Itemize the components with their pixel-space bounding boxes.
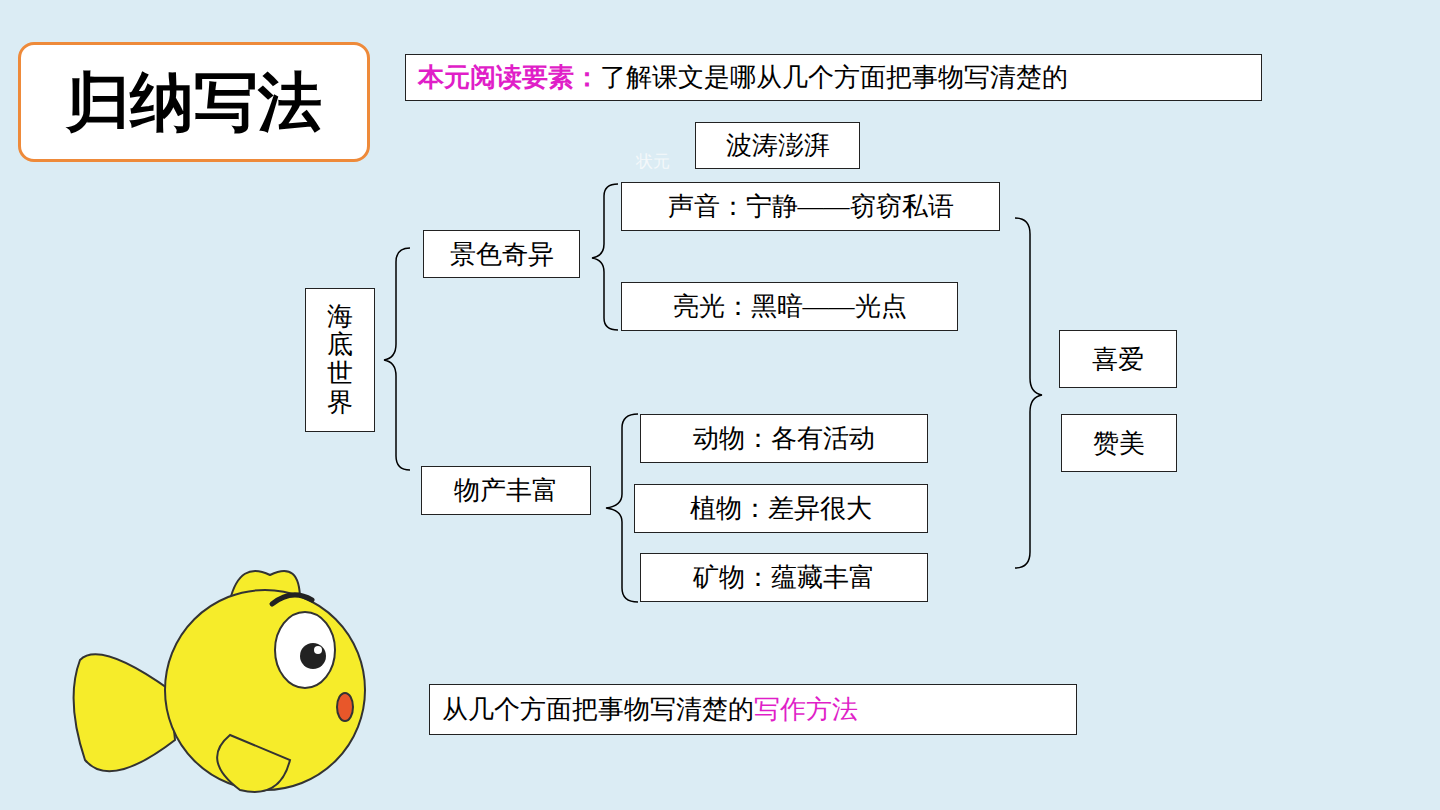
text-group: 矿物：蕴藏丰富 bbox=[693, 560, 875, 595]
text-group: 赞美 bbox=[1093, 426, 1145, 461]
text-group: 动物：各有活动 bbox=[693, 421, 875, 456]
aspect-box: 物产丰富 bbox=[421, 466, 591, 515]
text-group: 景色奇异 bbox=[450, 237, 554, 272]
feeling-box: 赞美 bbox=[1061, 414, 1177, 472]
text-group: 波涛澎湃 bbox=[726, 128, 830, 163]
node-text: 写作方法 bbox=[754, 695, 858, 724]
bracket bbox=[1015, 218, 1042, 568]
fish-pupil bbox=[300, 643, 326, 669]
bracket bbox=[384, 248, 410, 470]
bracket bbox=[384, 184, 1042, 602]
node-text: 归纳写法 bbox=[66, 67, 322, 138]
fish-lips bbox=[337, 693, 353, 721]
fish bbox=[74, 571, 365, 792]
feeling-box: 喜爱 bbox=[1059, 330, 1177, 388]
detail-box: 亮光：黑暗——光点 bbox=[621, 282, 958, 331]
node-text: 从几个方面把事物写清楚的 bbox=[442, 695, 754, 724]
node-text: 喜爱 bbox=[1092, 345, 1144, 374]
text-group: 从几个方面把事物写清楚的写作方法 bbox=[442, 692, 858, 727]
text-group: 声音：宁静——窃窃私语 bbox=[668, 189, 954, 224]
text-group: 归纳写法 bbox=[66, 59, 322, 146]
node-text: 本元阅读要素： bbox=[418, 63, 600, 92]
node-text: 海底世界 bbox=[327, 303, 353, 417]
node-text: 赞美 bbox=[1093, 429, 1145, 458]
fish-glint bbox=[314, 646, 322, 654]
fish-eye bbox=[275, 612, 335, 688]
text-group: 亮光：黑暗——光点 bbox=[673, 289, 907, 324]
detail-box: 声音：宁静——窃窃私语 bbox=[621, 182, 1000, 231]
text-group: 本元阅读要素：了解课文是哪从几个方面把事物写清楚的 bbox=[418, 60, 1068, 95]
title-box: 归纳写法 bbox=[18, 42, 370, 162]
detail-box: 矿物：蕴藏丰富 bbox=[640, 553, 928, 602]
root-box: 海底世界 bbox=[305, 288, 375, 432]
bracket bbox=[592, 184, 618, 330]
method-box: 从几个方面把事物写清楚的写作方法 bbox=[429, 684, 1077, 735]
reading-box: 本元阅读要素：了解课文是哪从几个方面把事物写清楚的 bbox=[405, 54, 1262, 101]
node-text: 物产丰富 bbox=[454, 476, 558, 505]
text-group: 海底世界 bbox=[327, 303, 353, 417]
node-text: 景色奇异 bbox=[450, 240, 554, 269]
text-group: 物产丰富 bbox=[454, 473, 558, 508]
node-text: 植物：差异很大 bbox=[690, 494, 872, 523]
aspect-box: 景色奇异 bbox=[423, 230, 580, 278]
node-text: 矿物：蕴藏丰富 bbox=[693, 563, 875, 592]
fish-brow bbox=[272, 595, 312, 604]
topic-box: 波涛澎湃 bbox=[695, 122, 860, 169]
text-group: 植物：差异很大 bbox=[690, 491, 872, 526]
watermark: 状元 bbox=[636, 150, 670, 173]
text-group: 喜爱 bbox=[1092, 342, 1144, 377]
detail-box: 动物：各有活动 bbox=[640, 414, 928, 463]
detail-box: 植物：差异很大 bbox=[634, 484, 928, 533]
fish-tail bbox=[74, 654, 175, 771]
node-text: 动物：各有活动 bbox=[693, 424, 875, 453]
node-text: 声音：宁静——窃窃私语 bbox=[668, 192, 954, 221]
node-text: 亮光：黑暗——光点 bbox=[673, 292, 907, 321]
fish-fin bbox=[217, 735, 290, 792]
node-text: 了解课文是哪从几个方面把事物写清楚的 bbox=[600, 63, 1068, 92]
node-text: 波涛澎湃 bbox=[726, 131, 830, 160]
